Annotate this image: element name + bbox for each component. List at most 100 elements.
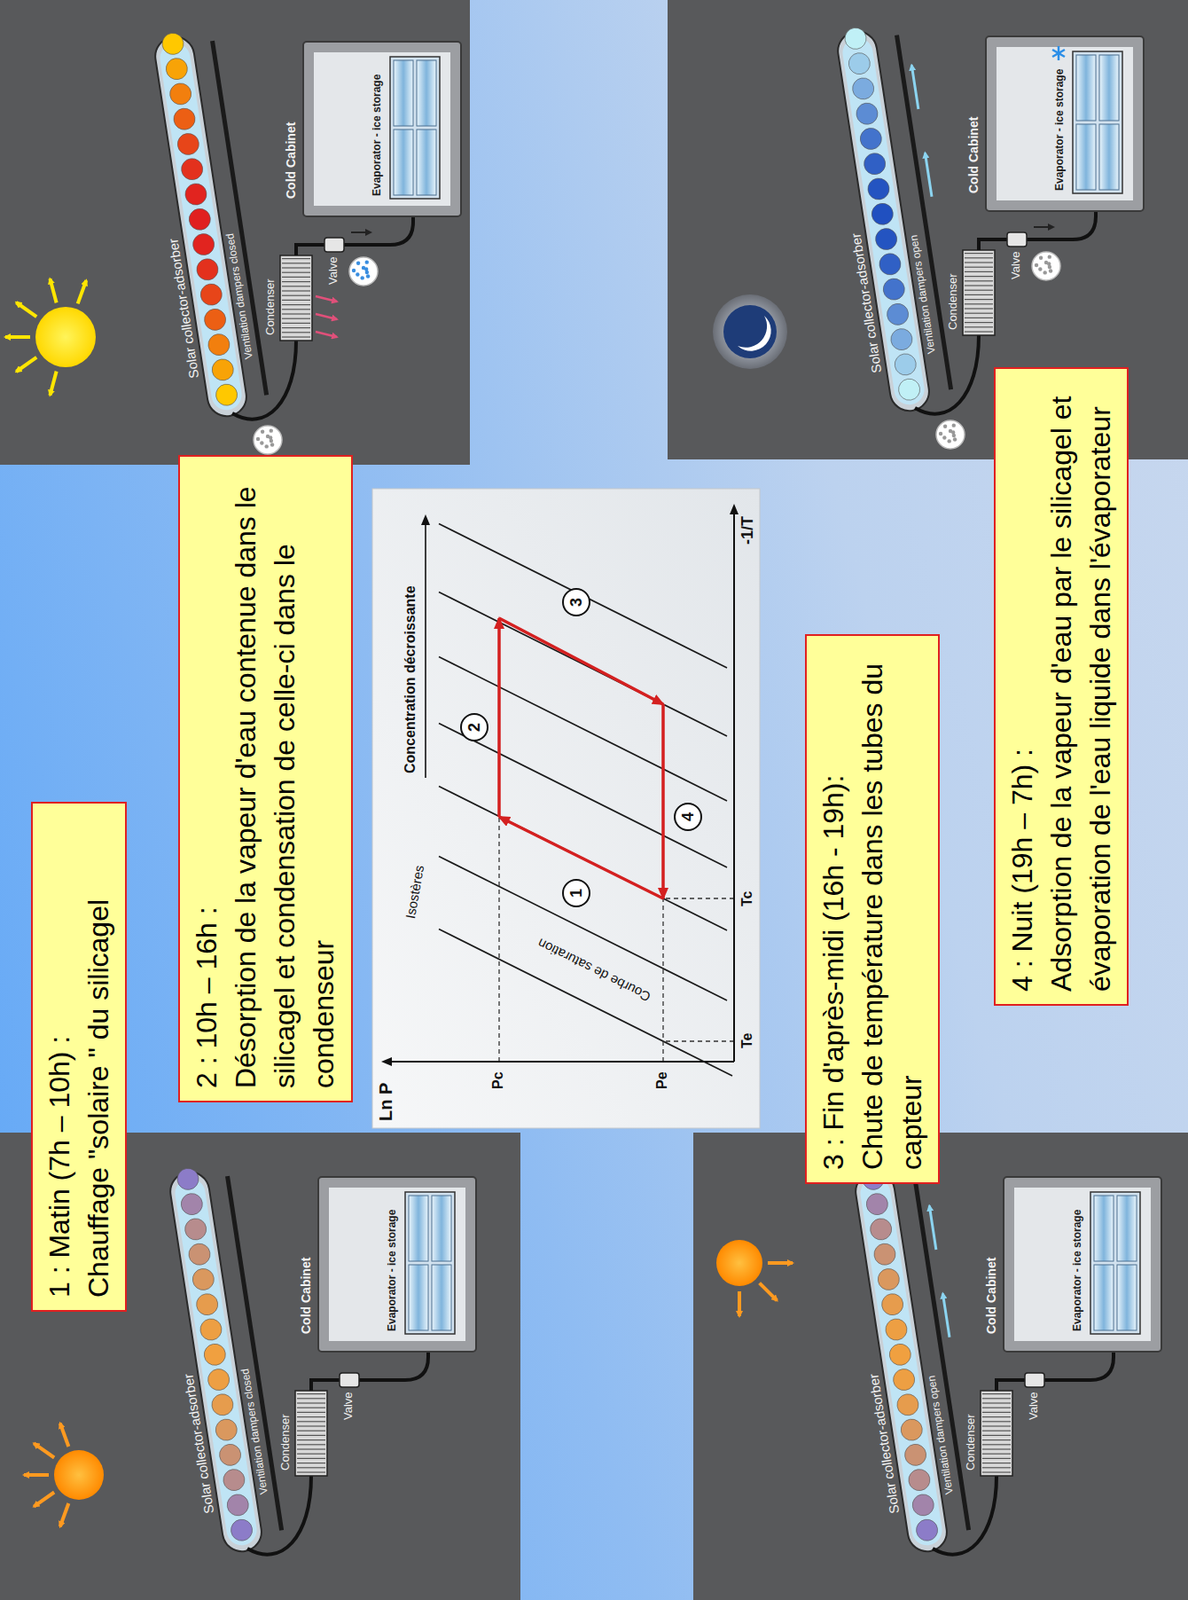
axis-value: Pe xyxy=(654,1070,671,1089)
valve xyxy=(1007,232,1027,247)
step-circle xyxy=(562,879,590,907)
molecule-dot xyxy=(256,437,260,441)
saturation-curve xyxy=(438,929,733,1077)
step-box: 1 : Matin (7h – 10h) :Chauffage "solaire… xyxy=(31,801,127,1312)
part-name: Cold Cabinet xyxy=(966,117,981,194)
silicagel-bead xyxy=(226,1492,251,1517)
cabinet-inside xyxy=(313,52,451,206)
condenser-fin xyxy=(297,1411,326,1413)
molecule-dot xyxy=(355,272,360,276)
molecule-dot xyxy=(366,273,370,278)
condenser-fin xyxy=(297,1443,326,1445)
collector xyxy=(851,1160,981,1554)
sun-ray xyxy=(60,1502,70,1526)
cabinet-inside xyxy=(996,46,1134,201)
part-name: Condenser xyxy=(963,1413,977,1470)
damper-plate xyxy=(225,1175,284,1531)
valve xyxy=(324,237,344,252)
axis-value: Pc xyxy=(490,1070,507,1089)
silicagel-bead xyxy=(175,1166,200,1191)
collector-glass xyxy=(858,1175,945,1547)
silicagel-bead xyxy=(883,1316,908,1341)
snowflake xyxy=(1052,49,1065,57)
cycle-step xyxy=(499,617,664,704)
silicagel-bead xyxy=(893,351,918,376)
condenser-fin xyxy=(297,1461,326,1463)
condenser-fin xyxy=(297,1457,326,1459)
part-name: Evaporator - ice storage xyxy=(385,1209,399,1331)
silicagel-bead xyxy=(870,202,895,227)
condenser-fin xyxy=(281,276,311,278)
silicagel-bead xyxy=(179,1191,204,1216)
cycle-step xyxy=(497,617,501,817)
condenser-fin xyxy=(281,289,311,291)
air-flow xyxy=(929,1205,937,1250)
silicagel-bead xyxy=(171,107,196,132)
axis-label: Ln P xyxy=(375,1082,397,1121)
silicagel-bead xyxy=(183,1216,208,1241)
callout-number: 4 xyxy=(674,803,702,830)
part-name: Cold Cabinet xyxy=(283,122,298,199)
panel-art xyxy=(5,26,462,454)
condenser-fin xyxy=(982,1424,1011,1426)
condenser-fin xyxy=(964,275,993,277)
silicagel-bead xyxy=(876,1266,901,1291)
step-circle xyxy=(461,713,488,741)
dashed-guide xyxy=(662,898,664,1062)
condenser-fin xyxy=(297,1397,326,1399)
silicagel-bead xyxy=(865,1191,890,1216)
cold-cabinet xyxy=(985,36,1144,212)
flow-arrow xyxy=(351,231,371,234)
panel-ground xyxy=(693,1132,1188,1600)
condenser-fin xyxy=(982,1438,1011,1440)
condenser-fin xyxy=(297,1420,326,1422)
condenser-fin xyxy=(964,252,993,254)
ice-storage-tube xyxy=(408,1195,429,1261)
collector-glass xyxy=(840,35,927,407)
part-name: Evaporator - ice storage xyxy=(1053,69,1066,191)
collector-glass xyxy=(172,1175,259,1547)
sun-ray xyxy=(759,1282,778,1301)
cycle-step xyxy=(661,703,665,899)
step-text: Désorption de la vapeur d'eau contenue d… xyxy=(226,468,344,1088)
sun-ray xyxy=(33,1492,55,1507)
silicagel-bead xyxy=(183,181,208,206)
silicagel-bead xyxy=(843,26,868,51)
ice-storage-tube xyxy=(1099,54,1119,121)
molecule-dot xyxy=(953,437,957,441)
damper-plate xyxy=(894,34,954,390)
condenser-fin xyxy=(297,1401,326,1403)
condenser-fin xyxy=(982,1461,1011,1463)
evaporator xyxy=(1072,51,1123,194)
condenser-fin xyxy=(297,1453,326,1454)
isostere-line xyxy=(438,523,727,669)
silicagel-bead xyxy=(203,1342,227,1367)
isostere-line xyxy=(438,723,727,868)
condenser-fin xyxy=(982,1415,1011,1417)
ice-storage-tube xyxy=(393,129,414,196)
condenser-fin xyxy=(982,1411,1011,1413)
condenser-fin xyxy=(982,1470,1011,1472)
sun-ray xyxy=(49,371,56,396)
silicagel-bead xyxy=(206,332,231,357)
condenser-fin xyxy=(281,285,311,287)
silicagel-bead xyxy=(187,207,212,232)
molecule-dot xyxy=(938,431,943,436)
condenser-fin xyxy=(281,331,311,333)
silicagel-bead xyxy=(906,1467,931,1492)
condenser-fin xyxy=(297,1438,326,1440)
condenser-fin xyxy=(964,307,993,309)
axis-value: Te xyxy=(739,1032,756,1048)
silicagel-bead xyxy=(889,327,914,352)
molecule-dot xyxy=(365,259,369,264)
step-heading: 3 : Fin d'après-midi (16h - 19h): xyxy=(813,648,853,1170)
part-name: Condenser xyxy=(263,278,277,336)
condenser-fin xyxy=(281,257,311,259)
collector xyxy=(834,20,963,414)
silicagel-bead xyxy=(903,1442,928,1467)
axis-value: Tc xyxy=(739,891,756,907)
collector xyxy=(166,1161,286,1554)
silicagel-bead xyxy=(847,51,872,76)
condenser-fin xyxy=(964,271,993,273)
pipe xyxy=(978,239,1008,251)
